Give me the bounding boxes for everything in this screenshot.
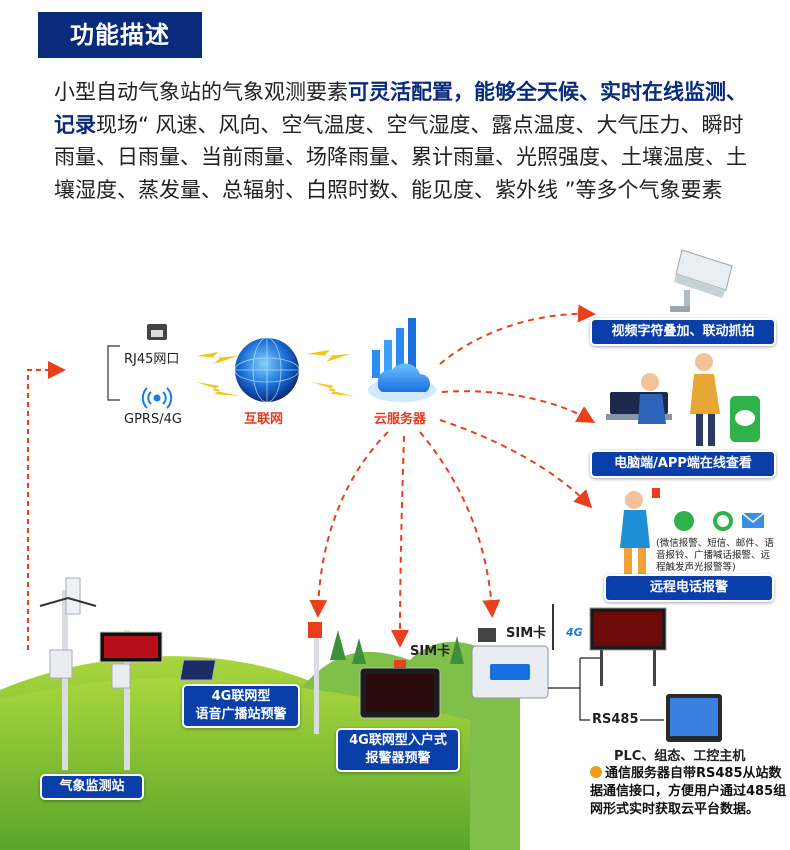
cloud-server-label: 云服务器 — [374, 412, 427, 427]
rs485-note: 通信服务器自带RS485从站数据通信接口，方便用户通过485组网形式实时获取云平… — [590, 765, 790, 819]
user-computer-icon — [606, 353, 760, 446]
4g-badge: 4G — [566, 626, 583, 639]
indoor-alarm-icon — [359, 660, 441, 719]
lightning-bolt-icon — [196, 350, 354, 396]
description-part-1: 小型自动气象站的气象观测要素 — [54, 80, 348, 104]
plc-monitor-icon — [666, 694, 722, 742]
phone-caller-icon — [620, 488, 660, 588]
rs485-wiring — [548, 657, 664, 721]
video-overlay-label: 视频字符叠加、联动抓拍 — [590, 318, 776, 346]
cloud-arrows — [309, 304, 596, 648]
description: 小型自动气象站的气象观测要素可灵活配置，能够全天候、实时在线监测、记录现场“ 风… — [54, 76, 754, 206]
broadcast-station-label: 4G联网型 语音广播站预警 — [182, 684, 300, 728]
wechat-icon — [735, 410, 755, 426]
wireless-signal-icon — [141, 387, 173, 409]
plc-label: PLC、组态、工控主机 — [614, 749, 746, 764]
description-part-2: 现场“ 风速、风向、空气温度、空气湿度、露点温度、大气压力、瞬时雨量、日雨量、当… — [54, 112, 747, 202]
rs485-note-text: 通信服务器自带RS485从站数据通信接口，方便用户通过485组网形式实时获取云平… — [590, 766, 787, 817]
sms-icon — [713, 511, 733, 531]
email-icon — [741, 512, 765, 528]
app-view-label: 电脑端/APP端在线查看 — [590, 450, 776, 478]
wechat-alarm-icon — [674, 511, 694, 531]
station-uplink — [27, 361, 66, 650]
phone-alarm-label: 远程电话报警 — [604, 574, 774, 602]
sim-card-label-1: SIM卡 — [410, 644, 451, 659]
indoor-alarm-label: 4G联网型入户式 报警器预警 — [336, 728, 460, 772]
led-display-board-icon — [589, 607, 667, 686]
description-highlight: 可灵活配置，能够全天候、实时在线监测、记录 — [54, 80, 747, 137]
globe-icon — [234, 337, 300, 403]
rs485-label: RS485 — [592, 712, 639, 727]
camera-icon — [670, 249, 733, 312]
sim-card-label-2: SIM卡 — [506, 626, 547, 641]
communication-server-icon — [471, 604, 554, 699]
broadcast-station-icon — [179, 622, 322, 734]
ethernet-port-icon — [147, 324, 167, 340]
bullet-dot-icon — [590, 766, 602, 778]
rj45-label: RJ45网口 — [124, 352, 180, 367]
cloud-server-icon — [368, 318, 436, 402]
internet-label: 互联网 — [244, 412, 284, 427]
alarm-methods-text: (微信报警、短信、邮件、语音报铃、广播喊话报警、远程触发声光报警等) — [656, 538, 774, 573]
network-bracket — [107, 345, 120, 401]
weather-station-label: 气象监测站 — [40, 774, 144, 800]
weather-station-icon — [39, 577, 163, 770]
gprs-label: GPRS/4G — [124, 412, 182, 427]
section-title: 功能描述 — [38, 12, 202, 58]
